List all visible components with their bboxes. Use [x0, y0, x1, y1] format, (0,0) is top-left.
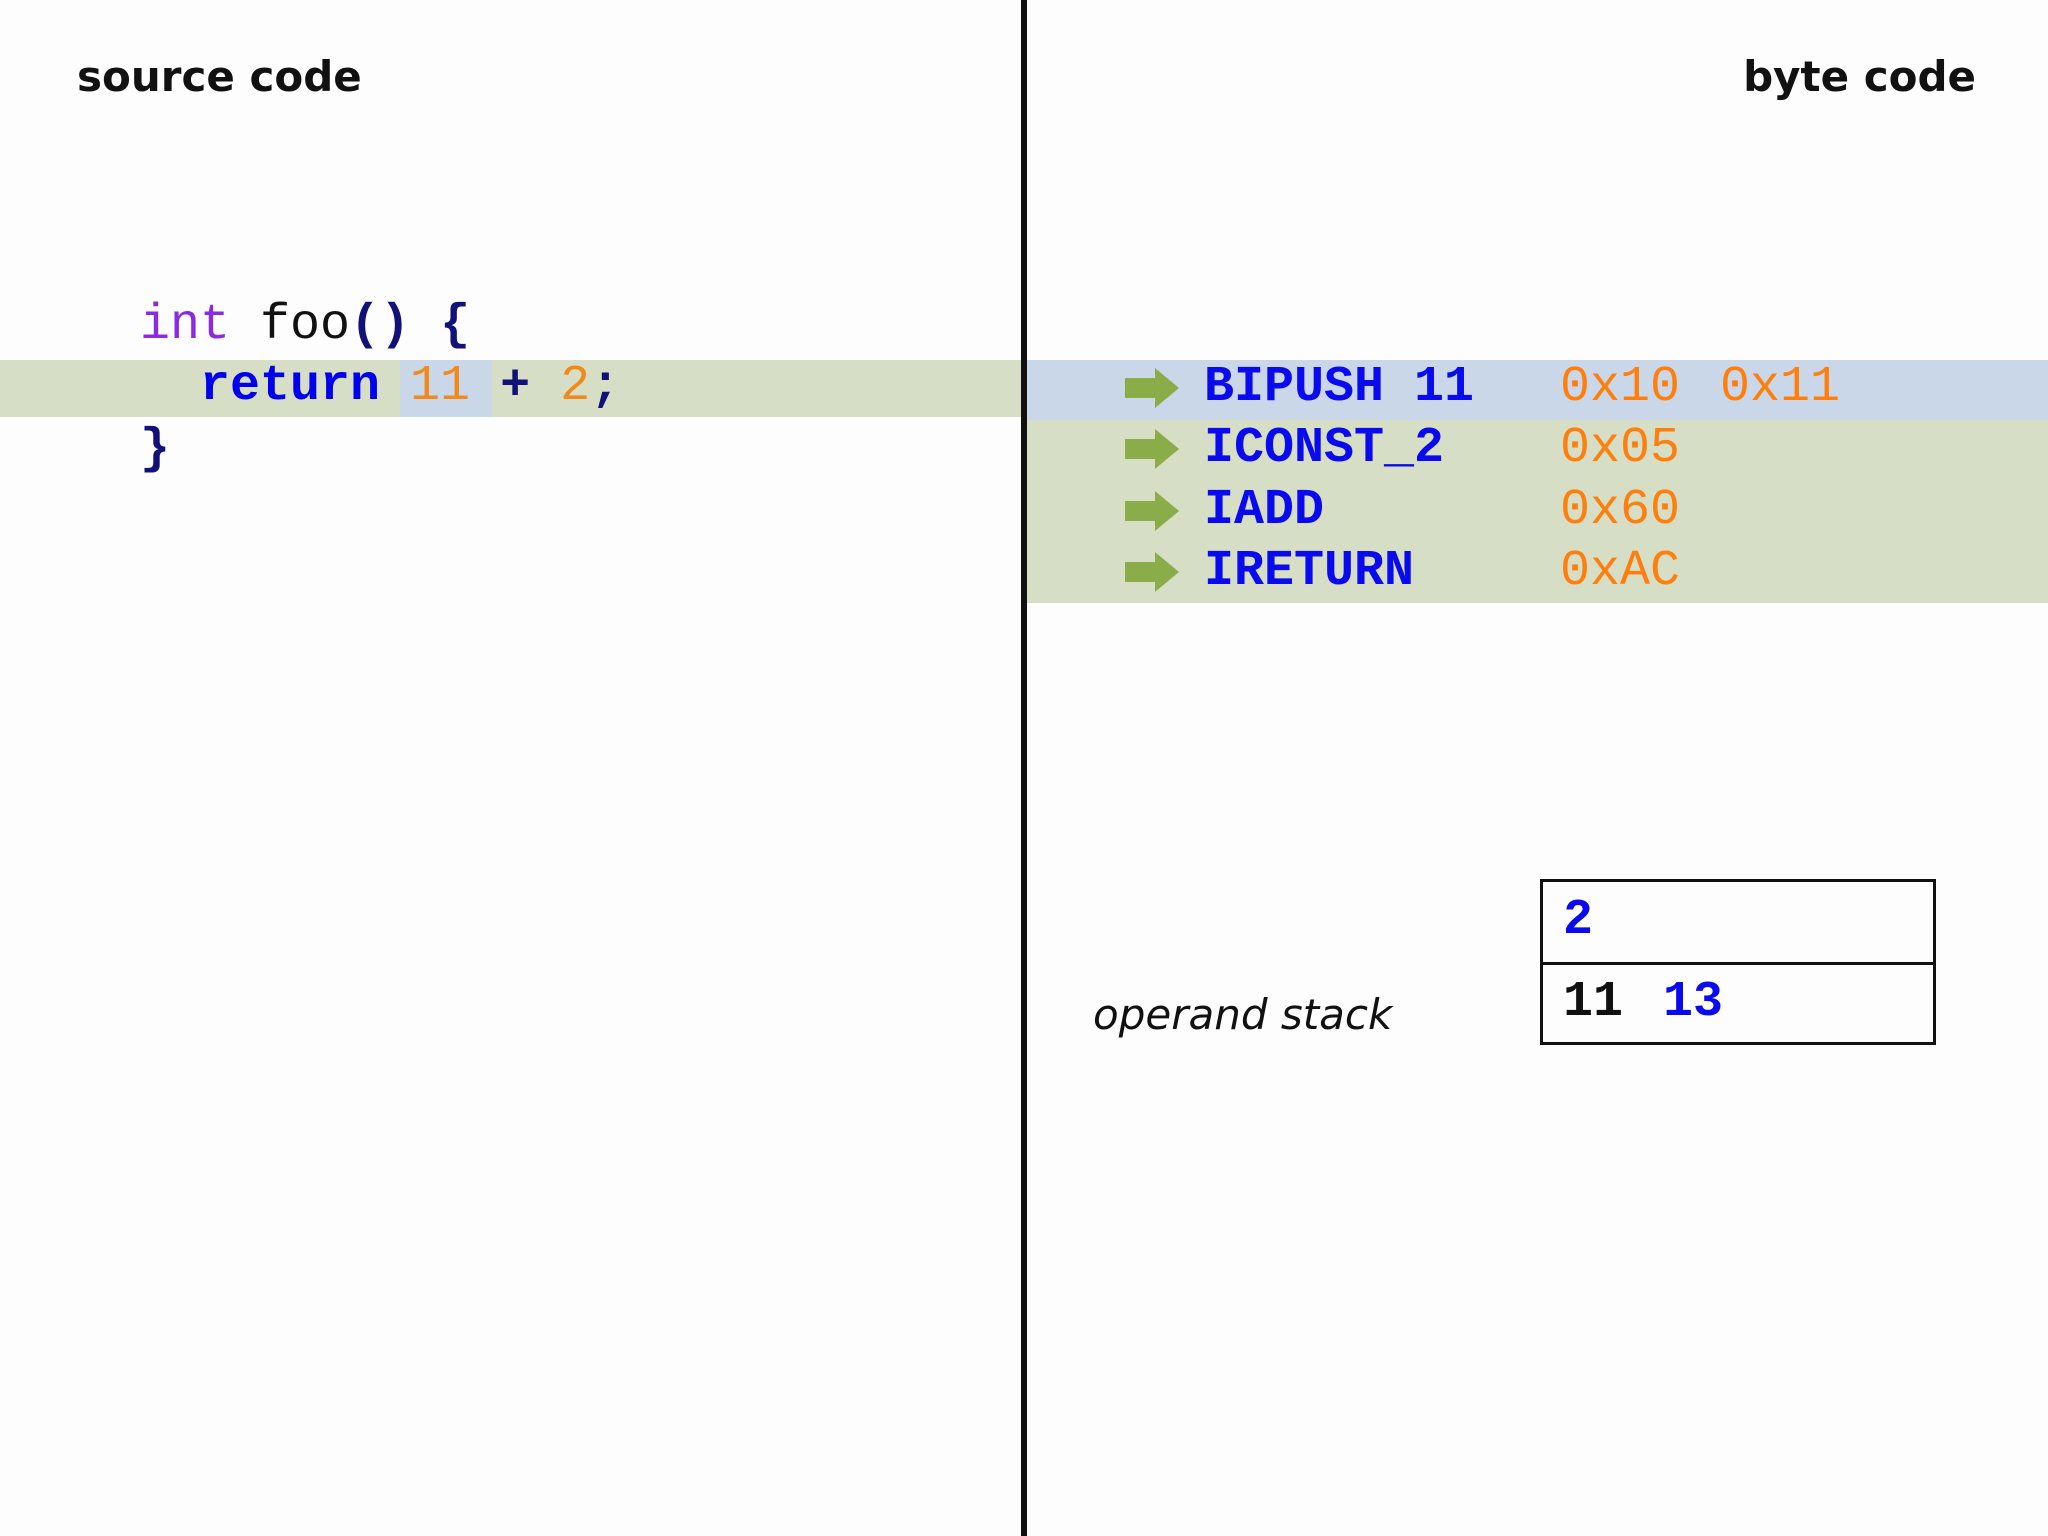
mnemonic: ICONST_2	[1204, 420, 1445, 477]
stack-slot-bottom: 11 13	[1543, 964, 1933, 1044]
opcode-hex: 0xAC	[1560, 543, 1681, 600]
open-brace: {	[440, 297, 471, 354]
close-brace: }	[140, 421, 171, 478]
opcode-hex: 0x60	[1560, 482, 1681, 539]
right-arrow-icon	[1125, 491, 1179, 531]
current-instruction-highlight	[1027, 360, 2048, 420]
source-code-heading: source code	[77, 52, 362, 101]
divider	[1021, 0, 1027, 1536]
right-arrow-icon	[1125, 368, 1179, 408]
plus-operator: +	[500, 358, 531, 415]
return-keyword: return	[200, 358, 381, 415]
code-line-2: return 11 + 2;	[200, 357, 620, 417]
semicolon: ;	[590, 358, 621, 415]
literal-2: 2	[560, 358, 591, 415]
code-line-1: int foo() {	[140, 296, 470, 356]
operand-hex: 0x11	[1720, 359, 1841, 416]
int-keyword: int	[140, 297, 231, 354]
parens: ()	[350, 297, 411, 354]
current-line-highlight	[0, 360, 1021, 417]
mnemonic: BIPUSH 11	[1204, 359, 1475, 416]
operand-stack: 2 11 13	[1540, 879, 1936, 1045]
operand-stack-label: operand stack	[1093, 990, 1393, 1039]
stack-value-old: 11	[1563, 974, 1624, 1031]
mnemonic: IRETURN	[1204, 543, 1415, 600]
byte-code-heading: byte code	[1743, 52, 1976, 101]
literal-11: 11	[410, 358, 471, 415]
right-arrow-icon	[1125, 429, 1179, 469]
right-arrow-icon	[1125, 552, 1179, 592]
stack-value: 2	[1563, 892, 1594, 949]
opcode-hex: 0x05	[1560, 420, 1681, 477]
mnemonic: IADD	[1204, 482, 1325, 539]
code-line-3: }	[140, 420, 170, 480]
stack-slot-top: 2	[1543, 882, 1933, 965]
current-expression-highlight	[400, 360, 492, 417]
function-name: foo	[260, 297, 351, 354]
opcode-hex: 0x10	[1560, 359, 1681, 416]
instructions-highlight	[1027, 420, 2048, 603]
stack-value: 13	[1663, 974, 1724, 1031]
